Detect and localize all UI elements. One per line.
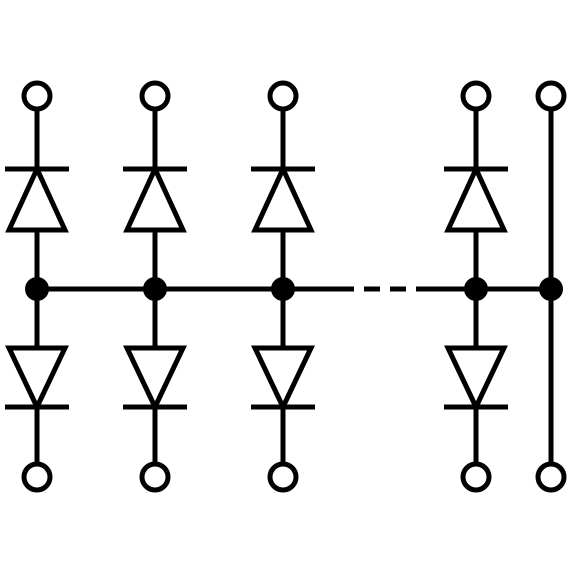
bus-junction-dot-4 (464, 277, 488, 301)
top-terminal-3 (267, 80, 299, 112)
bus-junction-dot-5 (539, 277, 563, 301)
bottom-terminal-5 (535, 461, 567, 493)
lower-diode-triangle-3 (251, 345, 315, 413)
bus-junction-dot-2 (143, 277, 167, 301)
bottom-terminal-2 (139, 461, 171, 493)
bus-junction-dot-3 (271, 277, 295, 301)
top-terminal-2 (139, 80, 171, 112)
junctions-group (25, 277, 563, 301)
lower-diode-triangle-4 (444, 345, 508, 413)
bus-junction-dot-1 (25, 277, 49, 301)
top-terminal-4 (460, 80, 492, 112)
diodes-group (5, 163, 508, 413)
upper-diode-triangle-4 (444, 163, 508, 233)
top-terminal-5 (535, 80, 567, 112)
top-terminal-1 (21, 80, 53, 112)
upper-diode-triangle-3 (251, 163, 315, 233)
upper-diode-triangle-2 (123, 163, 187, 233)
lower-diode-triangle-1 (5, 345, 69, 413)
bottom-terminal-4 (460, 461, 492, 493)
terminals-group (21, 80, 567, 493)
bottom-terminal-1 (21, 461, 53, 493)
lower-diode-triangle-2 (123, 345, 187, 413)
bottom-terminal-3 (267, 461, 299, 493)
upper-diode-triangle-1 (5, 163, 69, 233)
